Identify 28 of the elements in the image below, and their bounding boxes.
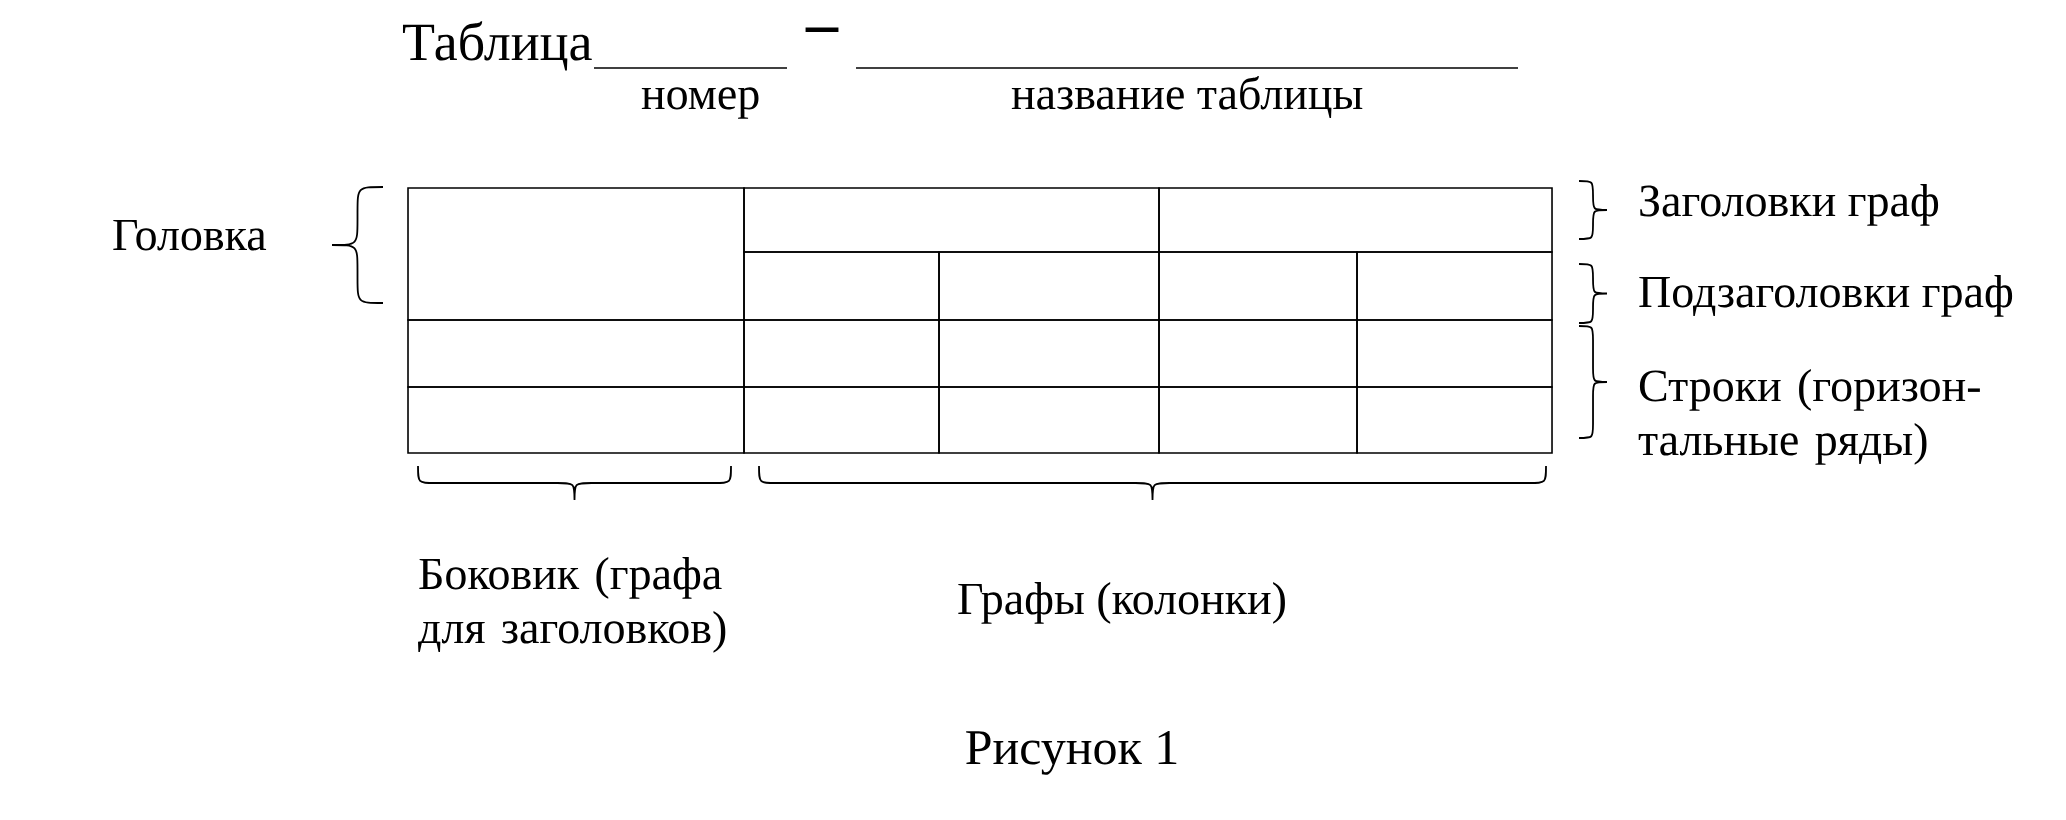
table-cell (407, 319, 745, 388)
field-caption: номер (641, 87, 759, 119)
brace-label: Боковик (графа для заголовков) (418, 557, 726, 653)
table-cell (1356, 251, 1553, 321)
table-cell (743, 251, 940, 321)
table-cell (1158, 319, 1358, 388)
brace-label: Строки (горизон- тальные ряды) (1638, 369, 1980, 465)
table-cell (938, 386, 1160, 454)
table-cell (1158, 386, 1358, 454)
figure-caption: Рисунок 1 (966, 731, 1177, 775)
table-cell (407, 386, 745, 454)
field-caption: название таблицы (1011, 76, 1363, 118)
title-text: Таблица (403, 21, 592, 71)
table-cell (407, 187, 745, 321)
table-cell (938, 319, 1160, 388)
table-cell (1356, 386, 1553, 454)
table-cell (743, 187, 1160, 253)
brace-label: Заголовки граф (1640, 184, 1939, 226)
table-cell (1356, 319, 1553, 388)
table-cell (743, 386, 940, 454)
table-cell (1158, 187, 1553, 253)
table-cell (743, 319, 940, 388)
brace-label: Головка (113, 219, 267, 251)
table-cell (1158, 251, 1358, 321)
brace-label: Графы (колонки) (958, 582, 1285, 624)
table-cell (938, 251, 1160, 321)
dash-sign: – (805, 27, 839, 32)
brace-label: Подзаголовки граф (1639, 275, 2013, 317)
